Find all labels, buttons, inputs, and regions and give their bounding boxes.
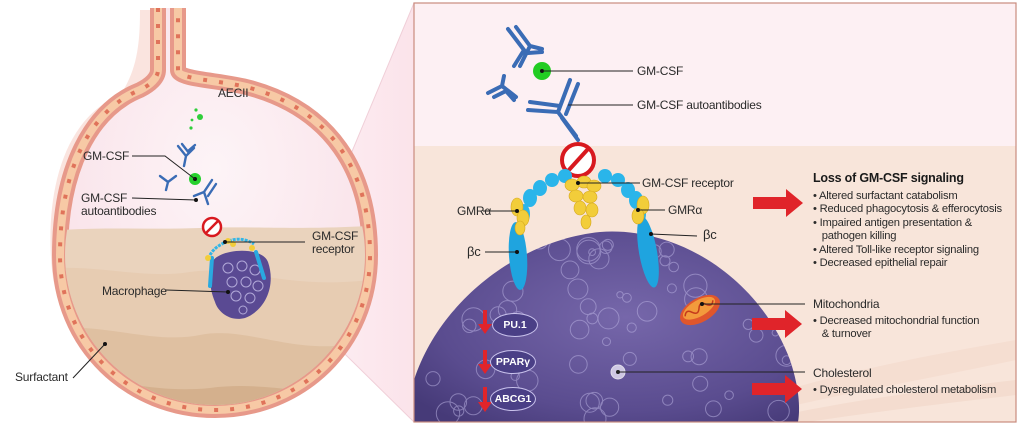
vesicle	[616, 291, 624, 299]
vesicle	[569, 319, 590, 340]
vesicle	[462, 318, 477, 333]
label-left-autoantibodies-1: GM-CSF	[81, 191, 128, 205]
vesicle	[425, 371, 441, 387]
down-arrow-ppar	[478, 350, 492, 374]
label-right-autoantibodies: GM-CSF autoantibodies	[637, 98, 762, 112]
vesicle	[658, 241, 675, 258]
label-bc-right: βc	[703, 227, 717, 242]
right-antibodies	[486, 25, 580, 142]
macrophage-cell	[414, 231, 800, 422]
bullet-item: • Altered surfactant catabolism	[813, 190, 958, 202]
vesicle	[453, 405, 465, 417]
label-gmra-right: GMRα	[668, 203, 703, 217]
vesicle	[682, 350, 694, 363]
vesicle	[579, 298, 597, 316]
bullet-item: • Decreased epithelial repair	[813, 257, 948, 270]
label-bc-left: βc	[467, 244, 481, 259]
label-aecii: AECII	[218, 86, 249, 100]
vesicle	[560, 260, 580, 280]
vesicle	[600, 397, 620, 417]
vesicle	[666, 283, 677, 294]
heading-cholesterol: Cholesterol	[813, 366, 872, 380]
bullet-item: • Altered Toll-like receptor signaling	[813, 243, 979, 256]
mitochondrion	[680, 294, 720, 326]
label-left-receptor-1: GM-CSF	[312, 229, 359, 243]
label-right-receptor: GM-CSF receptor	[642, 176, 734, 190]
left-leader-lines	[72, 155, 305, 379]
vesicle	[599, 240, 613, 254]
bullet-item: • Decreased mitochondrial function	[813, 315, 980, 327]
label-left-receptor-2: receptor	[312, 242, 355, 256]
detail-panel	[413, 2, 1017, 423]
pill-pu1: PU.1	[492, 313, 538, 337]
heading-mitochondria: Mitochondria	[813, 297, 880, 311]
vesicle	[668, 261, 680, 273]
vesicle	[636, 301, 658, 322]
label-gmra-left: GMRα	[457, 204, 492, 218]
vesicle	[588, 248, 610, 270]
down-arrow-pu1	[478, 310, 492, 334]
heading-loss-of-signaling: Loss of GM-CSF signaling	[813, 171, 964, 185]
pill-ppar-gamma: PPARγ	[490, 350, 536, 374]
vesicle	[705, 400, 722, 418]
bullets-cholesterol: • Dysregulated cholesterol metabolism	[813, 384, 996, 397]
vesicle	[692, 375, 709, 392]
vesicle	[690, 348, 708, 366]
bullet-item: & turnover	[813, 328, 872, 341]
vesicle	[579, 392, 600, 413]
vesicle	[583, 407, 607, 422]
vesicle	[622, 351, 637, 366]
label-left-autoantibodies-2: autoantibodies	[81, 204, 157, 218]
vesicle	[576, 237, 601, 262]
vesicle	[601, 238, 614, 251]
alveolus	[50, 8, 378, 418]
vesicle	[602, 337, 611, 347]
left-antibodies	[158, 142, 218, 206]
vesicle	[569, 355, 588, 374]
arrow-mitochondria	[752, 310, 802, 338]
bullet-item: • Dysregulated cholesterol metabolism	[813, 384, 997, 396]
right-inhibit-icon	[560, 142, 596, 178]
vesicle	[502, 280, 524, 302]
label-left-gmcsf: GM-CSF	[83, 149, 130, 163]
gm-csf-receptor	[508, 169, 659, 290]
vesicle	[622, 292, 632, 303]
label-right-gmcsf: GM-CSF	[637, 64, 684, 78]
bullet-item: • Impaired antigen presentation &	[813, 216, 973, 229]
vesicle	[659, 255, 671, 267]
vesicle	[435, 401, 461, 422]
arrow-signaling	[753, 189, 803, 217]
vesicle	[626, 322, 637, 333]
down-arrow-abcg1	[478, 387, 492, 412]
left-macrophage	[205, 237, 271, 319]
arrow-cholesterol	[752, 375, 802, 403]
bullet-item: • Reduced phagocytosis & efferocytosis	[813, 203, 1002, 216]
bullet-item: pathogen killing	[813, 230, 897, 243]
bullets-loss-of-signaling: • Altered surfactant catabolism • Reduce…	[813, 190, 1002, 270]
vesicle	[662, 394, 674, 406]
vesicle	[567, 278, 589, 300]
right-leader-lines	[483, 70, 805, 373]
pill-abcg1: ABCG1	[490, 387, 536, 411]
label-surfactant: Surfactant	[15, 370, 68, 384]
vesicle	[724, 390, 734, 401]
vesicle	[683, 273, 708, 298]
vesicle	[588, 248, 596, 257]
bullets-mitochondria: • Decreased mitochondrial function & tur…	[813, 315, 979, 342]
left-inhibit-icon	[201, 216, 223, 238]
label-left-macrophage: Macrophage	[102, 284, 167, 298]
red-arrows	[478, 189, 803, 412]
